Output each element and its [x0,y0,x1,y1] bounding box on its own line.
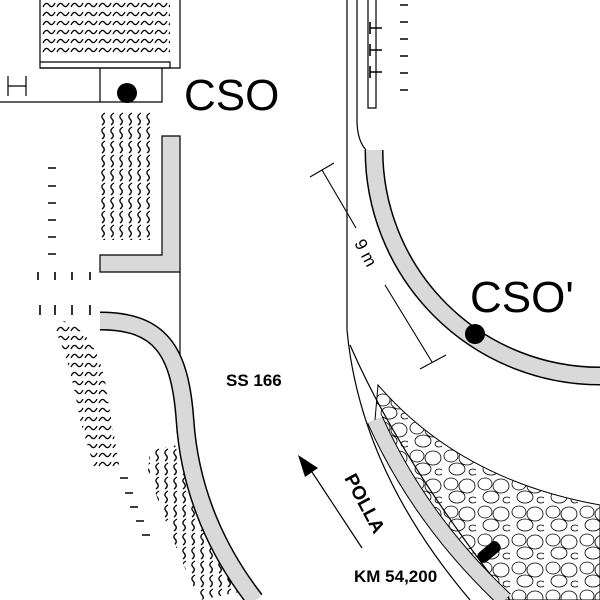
direction-label: POLLA [340,470,389,537]
cso-point-marker [117,83,137,103]
cso-label: CSO [184,71,279,120]
dimension-line [309,162,447,370]
kerb-band [99,135,181,273]
kilometer-label: KM 54,200 [354,567,437,586]
road-edge [346,0,471,600]
kerb-band [368,416,511,600]
direction-arrow-line [311,471,363,549]
vegetation-hatch [42,0,170,56]
vegetation-hatch [55,320,120,470]
building-top-left [0,0,181,103]
vegetation-hatch [96,112,150,240]
cso-prime-label: CSO' [470,273,574,322]
km-marker [477,541,501,563]
cso-prime-point-marker [465,324,485,344]
arrow-up-left-icon [298,455,318,477]
dimension-label: 9 m [350,236,380,270]
h-marker-icon [7,76,27,96]
road-label: SS 166 [226,371,282,390]
